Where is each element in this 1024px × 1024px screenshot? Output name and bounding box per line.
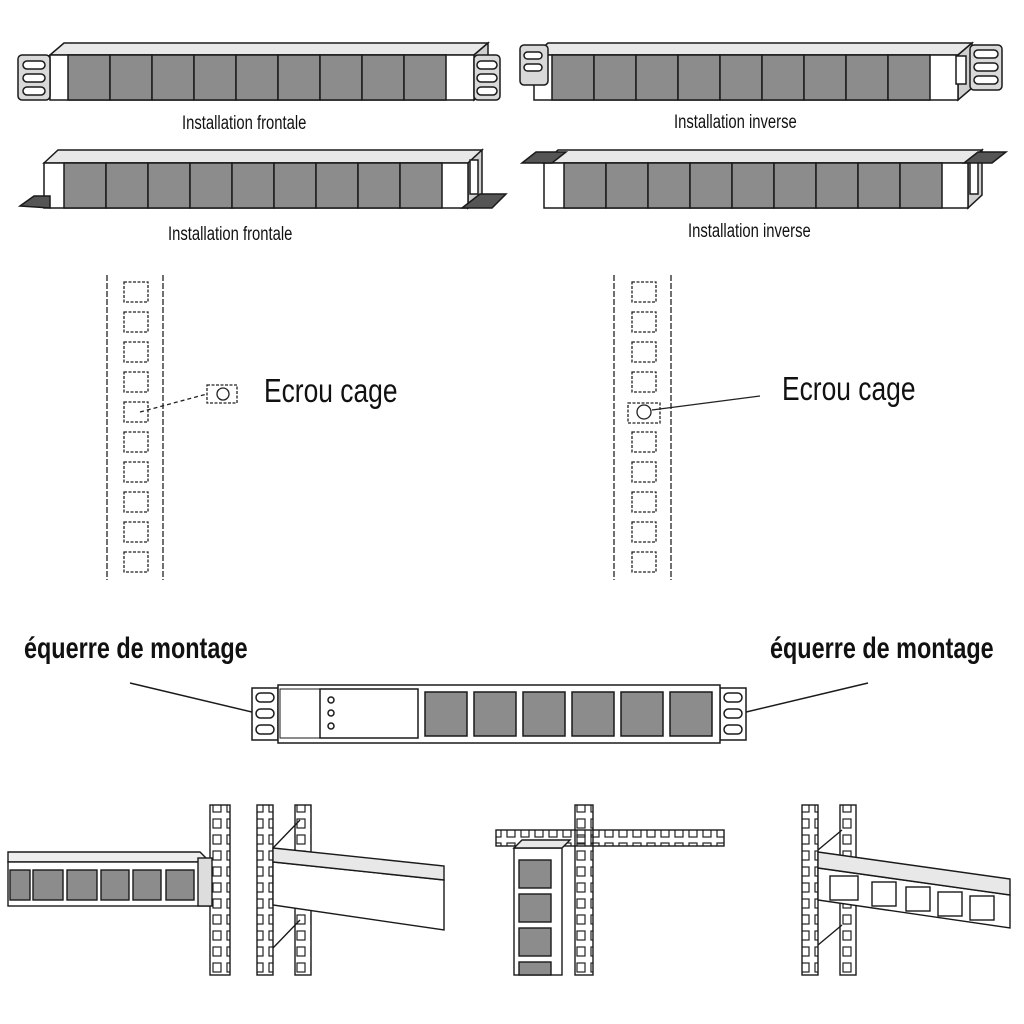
pdu-reverse-install-top — [519, 41, 1003, 102]
indicator-leds — [327, 696, 335, 730]
cage-nut-icon — [206, 384, 238, 404]
pdu-front-view — [129, 682, 869, 744]
label-front-install-bottom: Installation frontale — [168, 224, 293, 245]
label-cage-nut-right: Ecrou cage — [782, 370, 916, 407]
pdu-reverse-install-bottom — [519, 148, 1009, 210]
label-cage-nut-left: Ecrou cage — [264, 372, 398, 409]
rack-rail-left — [106, 275, 238, 580]
pdu-front-install-top — [17, 41, 501, 102]
rack-mount-view-3 — [495, 804, 725, 976]
rack-mount-view-4 — [801, 804, 1011, 976]
label-mounting-bracket-right: équerre de montage — [770, 632, 994, 665]
label-reverse-install-bottom: Installation inverse — [688, 221, 811, 242]
rack-mount-view-1 — [7, 804, 231, 976]
mounting-bracket-left — [251, 687, 279, 741]
pdu-front-install-bottom — [17, 148, 508, 210]
label-front-install-top: Installation frontale — [182, 113, 307, 134]
rack-rail-right — [613, 275, 761, 580]
cage-nut-installed-icon — [627, 402, 661, 424]
label-mounting-bracket-left: équerre de montage — [24, 632, 248, 665]
mounting-bracket-right — [719, 687, 747, 741]
outlet-row — [67, 54, 447, 101]
label-reverse-install-top: Installation inverse — [674, 112, 797, 133]
rack-mount-view-2 — [256, 804, 445, 976]
